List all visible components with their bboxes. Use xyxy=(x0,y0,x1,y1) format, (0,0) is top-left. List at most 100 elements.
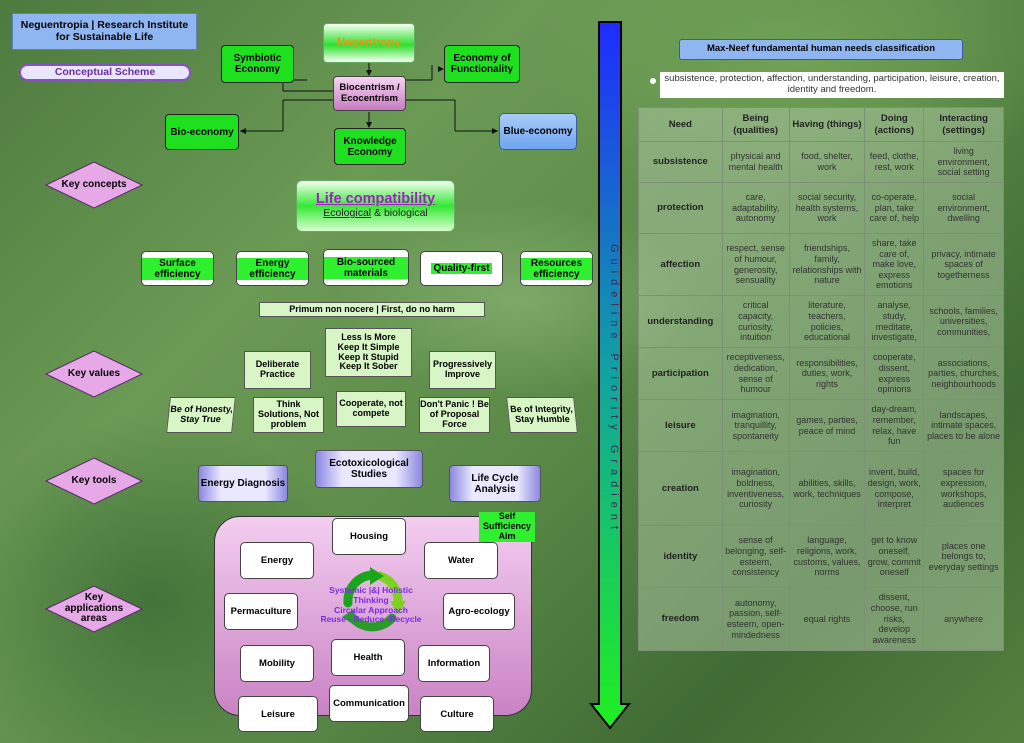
app-agro-ecology: Agro-ecology xyxy=(443,593,515,630)
need-name-cell: protection xyxy=(638,182,723,234)
cooperate-box: Cooperate, not compete xyxy=(336,391,406,427)
table-cell: feed, clothe, rest, work xyxy=(864,141,925,183)
app-mobility: Mobility xyxy=(240,645,314,682)
needs-list: subsistence, protection, affection, unde… xyxy=(660,72,1004,98)
app-leisure: Leisure xyxy=(238,696,318,732)
ecotoxicological-box: Ecotoxicological Studies xyxy=(315,450,423,488)
needs-table: Need Being (qualities) Having (things) D… xyxy=(638,107,1004,651)
think-solutions-box: Think Solutions, Not problem xyxy=(253,397,324,433)
key-applications-label: Key applications areas xyxy=(45,585,143,633)
circular-approach-text: Systemic |&| Holistic Thinking Circular … xyxy=(320,585,422,625)
table-header: Need Being (qualities) Having (things) D… xyxy=(638,107,1004,142)
table-cell: abilities, skills, work, techniques xyxy=(788,451,866,526)
table-cell: equal rights xyxy=(788,587,866,651)
table-cell: co-operate, plan, take care of, help xyxy=(864,182,925,234)
key-tools-label: Key tools xyxy=(45,457,143,505)
ecological-label: Ecological xyxy=(323,207,372,219)
honesty-box: Be of Honesty, Stay True xyxy=(166,397,236,433)
table-cell: get to know oneself, grow, commit onesel… xyxy=(864,525,925,588)
table-cell: receptiveness, dedication, sense of humo… xyxy=(721,347,790,400)
table-cell: imagination, boldness, inventiveness, cu… xyxy=(721,451,790,526)
symbiotic-economy-box: Symbiotic Economy xyxy=(221,45,294,83)
life-compatibility-box: Life compatibility Ecological & biologic… xyxy=(296,180,455,232)
table-cell: schools, families, universities, communi… xyxy=(923,295,1004,348)
concept-bio-sourced-materials: Bio-sourced materials xyxy=(323,249,409,286)
table-cell: invent, build, design, work, compose, in… xyxy=(864,451,925,526)
table-cell: language, religions, work, customs, valu… xyxy=(788,525,866,588)
concept-connectors xyxy=(221,62,498,134)
max-neef-title: Max-Neef fundamental human needs classif… xyxy=(679,39,963,60)
table-cell: games, parties, peace of mind xyxy=(788,399,866,452)
integrity-box: Be of Integrity, Stay Humble xyxy=(506,397,578,433)
conceptual-scheme-label: Conceptual Scheme xyxy=(19,64,191,81)
app-culture: Culture xyxy=(420,696,494,732)
need-name-cell: subsistence xyxy=(638,141,723,183)
need-name-cell: participation xyxy=(638,347,723,400)
app-information: Information xyxy=(418,645,490,682)
table-cell: imagination, tranquillity, spontaneity xyxy=(721,399,790,452)
negentropy-box: Negentropy xyxy=(323,23,415,63)
table-cell: friendships, family, relationships with … xyxy=(788,233,866,296)
table-cell: critical capacity, curiosity, intuition xyxy=(721,295,790,348)
need-name-cell: leisure xyxy=(638,399,723,452)
table-cell: places one belongs to, everyday settings xyxy=(923,525,1004,588)
table-cell: analyse, study, meditate, investigate, xyxy=(864,295,925,348)
need-name-cell: understanding xyxy=(638,295,723,348)
table-cell: social security, health systems, work xyxy=(788,182,866,234)
key-values-label: Key values xyxy=(45,350,143,398)
blue-economy-box: Blue-economy xyxy=(499,113,577,150)
life-cycle-analysis-box: Life Cycle Analysis xyxy=(449,465,541,502)
key-concepts-label: Key concepts xyxy=(45,161,143,209)
table-cell: day-dream, remember, relax, have fun xyxy=(864,399,925,452)
table-cell: physical and mental health xyxy=(721,141,790,183)
app-health: Health xyxy=(331,639,405,676)
concept-energy-efficiency: Energy efficiency xyxy=(236,251,309,286)
table-cell: landscapes, intimate spaces, places to b… xyxy=(923,399,1004,452)
need-name-cell: affection xyxy=(638,233,723,296)
app-permaculture: Permaculture xyxy=(224,593,298,630)
table-cell: social environment, dwelling xyxy=(923,182,1004,234)
progressively-improve-box: Progressively Improve xyxy=(429,351,496,389)
app-communication: Communication xyxy=(329,685,409,722)
knowledge-economy-box: Knowledge Economy xyxy=(334,128,406,165)
table-cell: spaces for expression, workshops, audien… xyxy=(923,451,1004,526)
table-cell: associations, parties, churches, neighbo… xyxy=(923,347,1004,400)
table-cell: cooperate, dissent, express opinions xyxy=(864,347,925,400)
energy-diagnosis-box: Energy Diagnosis xyxy=(198,465,288,502)
functionality-economy-box: Economy of Functionality xyxy=(444,45,520,83)
max-neef-bullet xyxy=(650,78,656,84)
guideline-gradient-label: Guideline Priority Gradient xyxy=(608,244,620,536)
bio-economy-box: Bio-economy xyxy=(165,114,239,150)
dont-panic-box: Don't Panic ! Be of Proposal Force xyxy=(419,397,490,433)
recycle-icon xyxy=(342,567,406,632)
table-cell: share, take care of, make love, express … xyxy=(864,233,925,296)
table-cell: sense of belonging, self-esteem, consist… xyxy=(721,525,790,588)
table-cell: food, shelter, work xyxy=(788,141,866,183)
concept-quality-first: Quality-first xyxy=(420,251,503,286)
biocentrism-box: Biocentrism / Ecocentrism xyxy=(333,76,406,111)
need-name-cell: creation xyxy=(638,451,723,526)
need-name-cell: identity xyxy=(638,525,723,588)
table-cell: privacy, intimate spaces of togetherness xyxy=(923,233,1004,296)
concept-surface-efficiency: Surface efficiency xyxy=(141,251,214,286)
institute-title: Neguentropia | Research Institute for Su… xyxy=(20,18,189,43)
concept-resources-efficiency: Resources efficiency xyxy=(520,251,593,286)
table-cell: autonomy, passion, self-esteem, open-min… xyxy=(721,587,790,651)
guideline-gradient-arrow xyxy=(588,21,632,730)
table-cell: anywhere xyxy=(923,587,1004,651)
deliberate-practice-box: Deliberate Practice xyxy=(244,351,311,389)
app-housing: Housing xyxy=(332,518,406,555)
self-sufficiency-aim: Self Sufficiency Aim xyxy=(478,511,536,543)
table-cell: literature, teachers, policies, educatio… xyxy=(788,295,866,348)
institute-title-box: Neguentropia | Research Institute for Su… xyxy=(12,13,197,50)
